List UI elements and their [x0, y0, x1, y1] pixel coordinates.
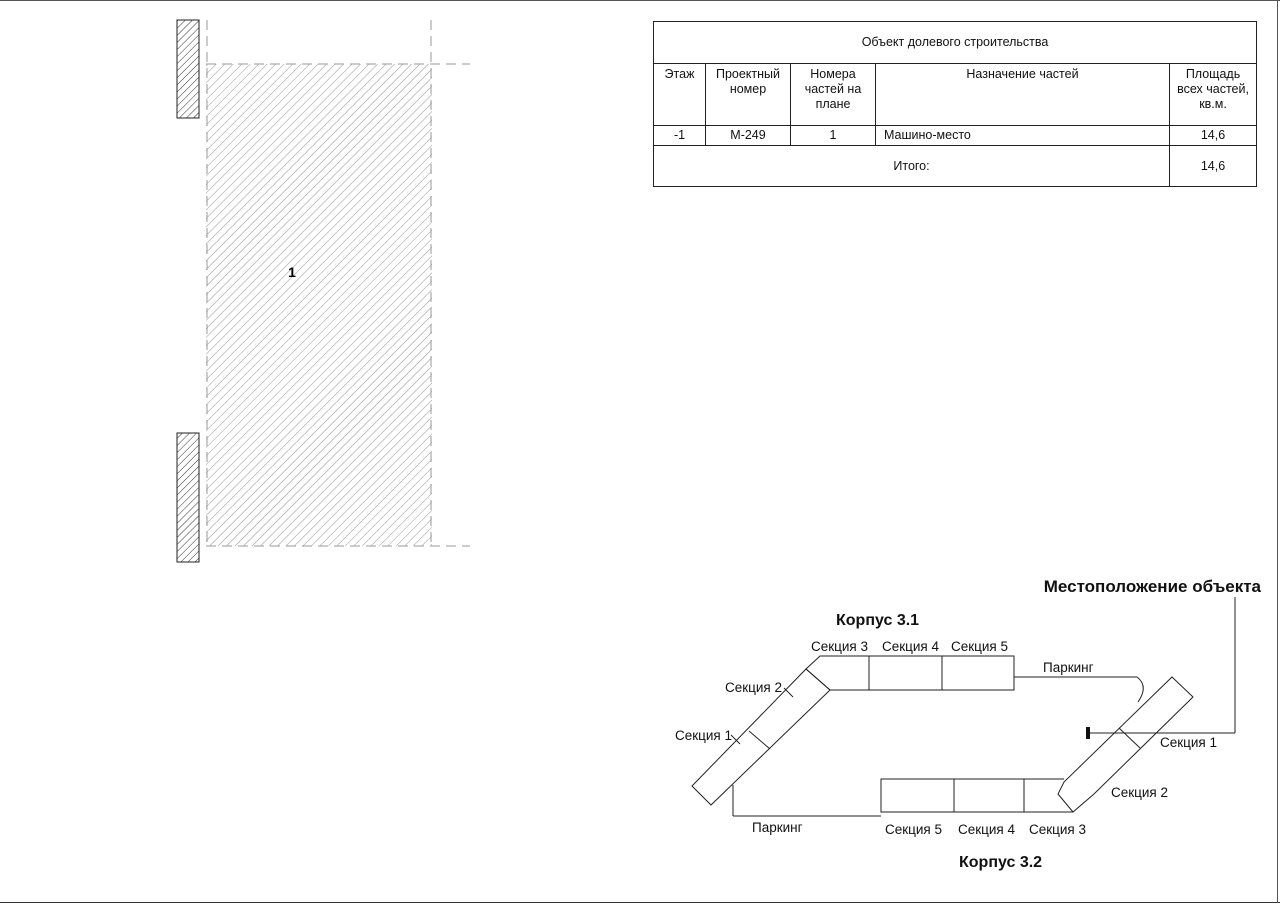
table-total-row: Итого: 14,6	[653, 145, 1258, 187]
column-top	[176, 19, 200, 119]
building-3-2-outline	[880, 676, 1194, 813]
b2-section-4-label: Секция 4	[958, 822, 1015, 837]
b1-leader-lines	[730, 687, 794, 745]
header-purpose: Назначение частей	[875, 63, 1170, 126]
location-title: Местоположение объекта	[1044, 577, 1262, 596]
b2-section-1-label: Секция 1	[1160, 735, 1217, 750]
building-3-1-label: Корпус 3.1	[836, 612, 919, 629]
b1-section-2-label: Секция 2	[725, 680, 782, 695]
sheet-border-bottom	[0, 902, 1280, 903]
building-3-1-labels: Секция 1 Секция 2 Секция 3 Секция 4 Секц…	[675, 639, 1094, 743]
building-3-2-label: Корпус 3.2	[959, 854, 1042, 871]
b2-parking-label: Паркинг	[752, 820, 803, 835]
b1-section-3-label: Секция 3	[811, 639, 868, 654]
header-project-number: Проектный номер	[705, 63, 791, 126]
cell-area: 14,6	[1168, 125, 1258, 146]
b2-section-2-label: Секция 2	[1111, 785, 1168, 800]
b2-section-3-label: Секция 3	[1029, 822, 1086, 837]
floor-plan: 1	[176, 19, 470, 563]
location-pointer	[1086, 597, 1236, 739]
b2-section-5-label: Секция 5	[885, 822, 942, 837]
location-scheme: Местоположение объекта Корпус 3.1 Корпус…	[675, 577, 1262, 871]
boundary-dashed-lines	[206, 20, 470, 547]
b1-section-4-label: Секция 4	[882, 639, 939, 654]
b1-section-5-label: Секция 5	[951, 639, 1008, 654]
header-floor: Этаж	[653, 63, 706, 126]
table-title: Объект долевого строительства	[652, 21, 1258, 64]
part-number-label: 1	[288, 264, 296, 280]
b1-section-1-label: Секция 1	[675, 728, 732, 743]
b1-parking-label: Паркинг	[1043, 660, 1094, 675]
table-header-row: Этаж Проектный номер Номера частей на пл…	[653, 63, 1258, 126]
cell-plan-parts: 1	[790, 125, 876, 146]
total-value: 14,6	[1168, 145, 1258, 187]
cell-purpose: Машино-место	[875, 125, 1170, 146]
header-plan-parts: Номера частей на плане	[790, 63, 876, 126]
cell-project-number: М-249	[705, 125, 791, 146]
sheet-border-top	[0, 0, 1280, 1]
building-3-1-outline	[691, 655, 1144, 817]
parking-space-area	[206, 64, 432, 546]
building-3-2-labels: Секция 1 Секция 2 Секция 3 Секция 4 Секц…	[752, 735, 1217, 837]
header-area: Площадь всех частей, кв.м.	[1168, 63, 1258, 126]
sheet-border-right	[1277, 0, 1278, 903]
location-marker	[1086, 727, 1090, 739]
total-label: Итого:	[653, 145, 1170, 187]
cell-floor: -1	[653, 125, 706, 146]
column-bottom	[176, 432, 200, 563]
object-table: Объект долевого строительства Этаж Проек…	[652, 21, 1258, 187]
table-row: -1 М-249 1 Машино-место 14,6	[653, 125, 1258, 146]
